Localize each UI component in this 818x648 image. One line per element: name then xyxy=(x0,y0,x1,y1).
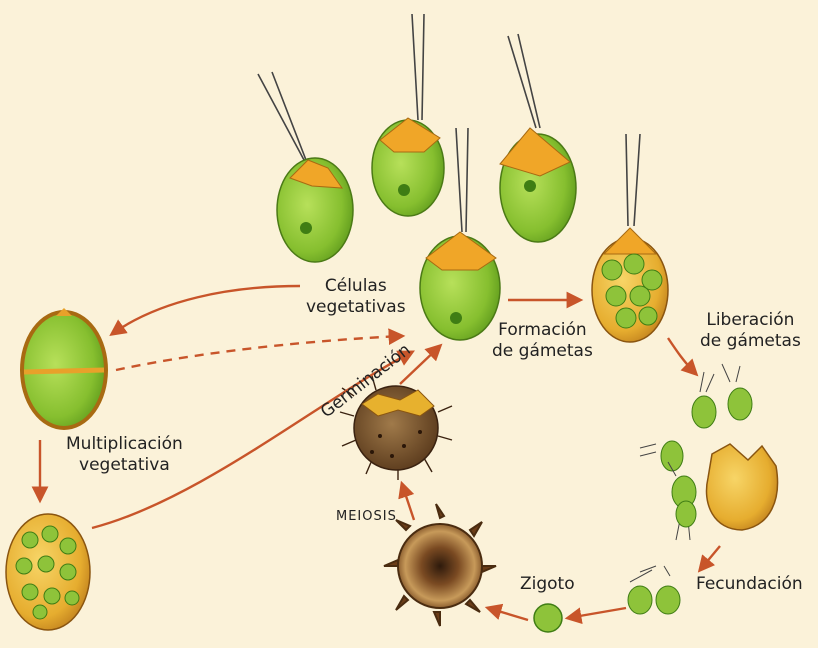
zygote xyxy=(533,603,563,633)
arrow-meiosis xyxy=(398,480,416,521)
fusing-gametes xyxy=(627,565,681,615)
label-celulas-line2: vegetativas xyxy=(306,297,406,317)
vegetative-cell-2 xyxy=(371,13,445,217)
vegetative-cell-4 xyxy=(419,127,501,341)
daughter-cells-cyst xyxy=(5,513,91,631)
arrow-division-to-vegetative xyxy=(115,328,406,372)
arrow-vegetative-to-division xyxy=(109,284,301,336)
label-formacion-gametas: Formación de gámetas xyxy=(492,320,593,362)
arrow-fecundation-to-zygote xyxy=(564,606,627,624)
label-celulas-line1: Células xyxy=(324,276,387,296)
label-celulas-vegetativas: Células vegetativas xyxy=(306,276,406,318)
dividing-cell xyxy=(20,308,108,430)
empty-cell-wall xyxy=(705,443,779,531)
label-multiplicacion-vegetativa: Multiplicación vegetativa xyxy=(66,434,183,476)
vegetative-cell-3 xyxy=(499,33,577,243)
germinating-zygote xyxy=(339,375,453,480)
label-liberacion-line2: de gámetas xyxy=(700,331,801,351)
label-formacion-line2: de gámetas xyxy=(492,341,593,361)
gamete-forming-cell xyxy=(591,133,669,343)
arrows xyxy=(31,284,721,624)
label-formacion-line1: Formación xyxy=(498,320,587,340)
label-fecundacion: Fecundación xyxy=(696,574,803,594)
arrow-to-fecundation xyxy=(697,545,721,573)
resting-zygote xyxy=(383,503,497,627)
arrow-zygote-to-resting xyxy=(484,603,529,622)
label-multiplicacion-line2: vegetativa xyxy=(79,455,170,475)
arrow-liberation xyxy=(667,337,699,377)
label-meiosis: Meiosis xyxy=(336,509,397,524)
label-liberacion-line1: Liberación xyxy=(706,310,795,330)
arrow-germination xyxy=(399,343,443,385)
arrow-cyst-to-vegetative xyxy=(91,350,415,530)
label-zigoto: Zigoto xyxy=(520,574,575,594)
label-multiplicacion-line1: Multiplicación xyxy=(66,434,183,454)
label-liberacion-gametas: Liberación de gámetas xyxy=(700,310,801,352)
released-gametes xyxy=(639,363,753,541)
vegetative-cell-1 xyxy=(257,71,354,263)
